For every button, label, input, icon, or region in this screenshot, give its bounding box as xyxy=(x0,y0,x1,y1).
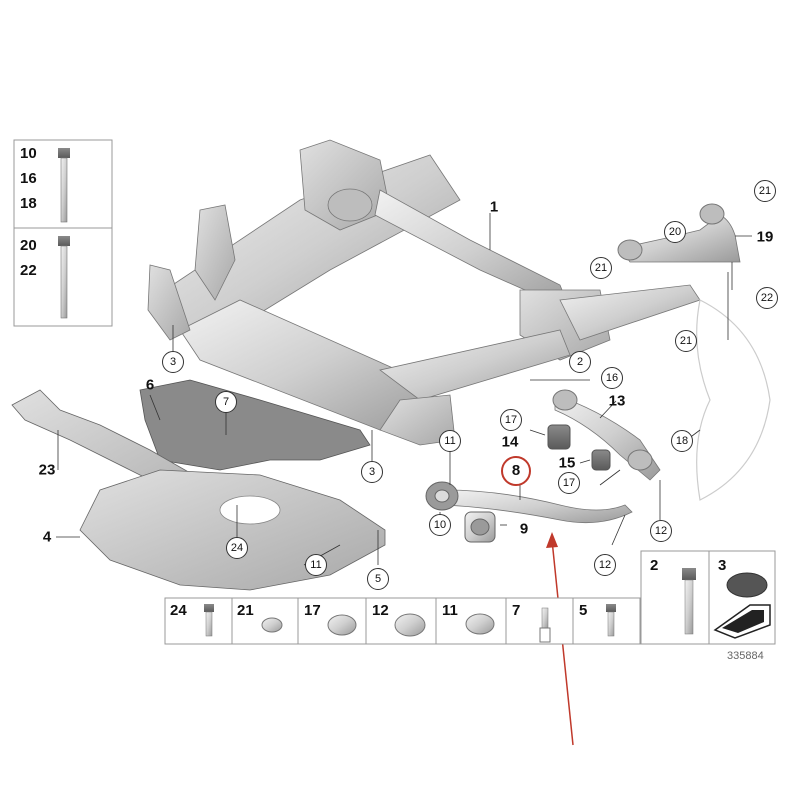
underbody-shield-6 xyxy=(139,379,371,471)
legend-label-12: 12 xyxy=(372,602,389,619)
callout-7: 7 xyxy=(215,391,237,413)
bolt-label-18: 18 xyxy=(20,195,37,212)
underbody-plate-4 xyxy=(79,469,386,591)
callout-12: 12 xyxy=(650,520,672,542)
callout-11: 11 xyxy=(439,430,461,452)
bolt-box-left xyxy=(13,139,113,327)
label-part-8-highlighted: 8 xyxy=(501,456,531,486)
right-legend-box xyxy=(640,550,776,645)
bolt-label-22: 22 xyxy=(20,262,37,279)
label-part-19: 19 xyxy=(756,228,774,246)
callout-18: 18 xyxy=(671,430,693,452)
label-part-13: 13 xyxy=(608,392,626,410)
callout-10: 10 xyxy=(429,514,451,536)
callout-5: 5 xyxy=(367,568,389,590)
label-part-9: 9 xyxy=(519,520,529,538)
callout-20: 20 xyxy=(664,221,686,243)
label-part-23: 23 xyxy=(38,461,56,479)
legend-label-5: 5 xyxy=(579,602,588,619)
leader-lines xyxy=(56,213,752,566)
callout-17: 17 xyxy=(500,409,522,431)
subframe-shape xyxy=(147,139,701,446)
label-part-14: 14 xyxy=(501,433,519,451)
control-arm-8 xyxy=(425,481,633,524)
label-frame-1: 1 xyxy=(489,198,499,216)
legend-label-24: 24 xyxy=(170,602,187,619)
steering-knuckle-outline xyxy=(696,299,771,501)
legend-label-11: 11 xyxy=(442,602,458,619)
legend-label-17: 17 xyxy=(304,602,321,619)
legend-label-21: 21 xyxy=(237,602,254,619)
callout-12-lower: 12 xyxy=(594,554,616,576)
callout-21-top: 21 xyxy=(754,180,776,202)
callout-3-lower: 3 xyxy=(361,461,383,483)
long-bolt-icon xyxy=(58,148,70,223)
bushing-9 xyxy=(464,511,496,543)
label-part-6: 6 xyxy=(145,376,155,394)
callout-11-lower: 11 xyxy=(305,554,327,576)
callout-21-lower: 21 xyxy=(675,330,697,352)
legend-label-3: 3 xyxy=(718,557,727,574)
long-bolt-icon-2 xyxy=(58,236,70,319)
bolt-label-16: 16 xyxy=(20,170,37,187)
bolt-label-10: 10 xyxy=(20,145,37,162)
callout-24: 24 xyxy=(226,537,248,559)
bottom-legend-box xyxy=(164,597,641,645)
bolt-label-20: 20 xyxy=(20,237,37,254)
diagram-part-number: 335884 xyxy=(727,650,764,662)
callout-21-left: 21 xyxy=(590,257,612,279)
callout-16: 16 xyxy=(601,367,623,389)
bushing-14 xyxy=(547,424,571,450)
legend-label-7: 7 xyxy=(512,602,521,619)
callout-3: 3 xyxy=(162,351,184,373)
legend-label-2: 2 xyxy=(650,557,659,574)
wishbone-13 xyxy=(552,389,661,481)
callout-2: 2 xyxy=(569,351,591,373)
label-part-4: 4 xyxy=(42,528,52,546)
callout-17-lower: 17 xyxy=(558,472,580,494)
callout-22: 22 xyxy=(756,287,778,309)
bushing-15 xyxy=(591,449,611,471)
label-part-15: 15 xyxy=(558,454,576,472)
